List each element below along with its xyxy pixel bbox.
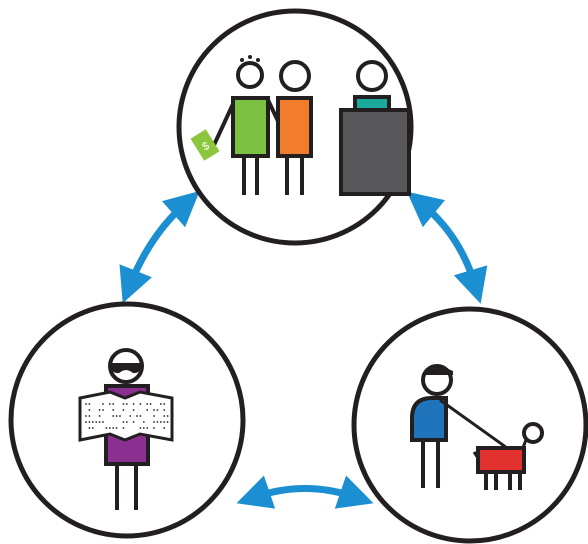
node-left-braille-scene bbox=[8, 301, 246, 539]
braille-dot bbox=[88, 415, 91, 417]
braille-dot bbox=[146, 409, 149, 411]
node-right-circle bbox=[351, 306, 588, 544]
braille-dot bbox=[88, 427, 91, 429]
svg-text:$: $ bbox=[200, 140, 212, 153]
braille-dot bbox=[166, 415, 169, 417]
braille-dot bbox=[98, 409, 101, 411]
braille-dot bbox=[149, 403, 152, 405]
braille-dot bbox=[142, 427, 145, 429]
braille-dot bbox=[132, 409, 135, 411]
braille-dot bbox=[122, 409, 125, 411]
connector-top-left bbox=[119, 191, 200, 304]
braille-dot bbox=[115, 427, 118, 429]
braille-dot bbox=[88, 403, 91, 405]
braille-dot bbox=[153, 421, 155, 423]
node-right-guide-dog-scene bbox=[351, 306, 588, 544]
braille-dot bbox=[129, 415, 132, 417]
braille-dot bbox=[146, 403, 149, 405]
cashier-at-counter-icon bbox=[339, 60, 411, 196]
braille-dot bbox=[85, 403, 87, 405]
person-with-cap-icon bbox=[410, 364, 453, 488]
braille-dot bbox=[139, 415, 142, 417]
braille-dot bbox=[115, 415, 118, 417]
braille-dot bbox=[108, 427, 111, 429]
braille-dot bbox=[112, 409, 115, 411]
dog-icon bbox=[472, 422, 544, 490]
braille-dot bbox=[142, 421, 145, 423]
braille-dot bbox=[95, 421, 98, 423]
braille-dot bbox=[122, 403, 125, 405]
braille-dot bbox=[112, 415, 115, 417]
braille-dot bbox=[119, 415, 121, 417]
braille-dot bbox=[85, 421, 87, 423]
braille-dot bbox=[156, 421, 159, 423]
braille-dot bbox=[88, 409, 91, 411]
braille-dot bbox=[102, 421, 104, 423]
braille-dot bbox=[156, 409, 159, 411]
braille-dot bbox=[91, 427, 94, 429]
braille-dot bbox=[163, 415, 166, 417]
braille-dot bbox=[91, 421, 94, 423]
braille-dot bbox=[139, 427, 142, 429]
braille-dot bbox=[159, 403, 162, 405]
braille-dot bbox=[122, 427, 125, 429]
braille-dot bbox=[88, 421, 91, 423]
braille-dot bbox=[108, 403, 111, 405]
braille-dot bbox=[153, 427, 155, 429]
braille-dot bbox=[102, 403, 104, 405]
cash-icon: $ bbox=[190, 129, 220, 161]
braille-dot bbox=[163, 409, 166, 411]
connector-left-right bbox=[236, 475, 374, 509]
braille-dot bbox=[153, 409, 155, 411]
braille-dot bbox=[146, 427, 149, 429]
braille-dot bbox=[132, 421, 135, 423]
braille-dot bbox=[132, 403, 135, 405]
braille-dot bbox=[125, 403, 128, 405]
braille-dot bbox=[85, 415, 87, 417]
braille-sheet-icon bbox=[78, 390, 174, 442]
connector-top-right bbox=[406, 191, 488, 304]
braille-dot bbox=[163, 421, 166, 423]
person-orange-icon bbox=[276, 60, 313, 195]
braille-dot bbox=[166, 421, 169, 423]
braille-dot bbox=[159, 421, 162, 423]
braille-dot bbox=[163, 403, 166, 405]
braille-dot bbox=[122, 421, 125, 423]
braille-dot bbox=[139, 403, 142, 405]
braille-dot bbox=[98, 415, 101, 417]
braille-dot bbox=[125, 421, 128, 423]
braille-dot bbox=[105, 427, 108, 429]
connectors bbox=[119, 191, 488, 509]
braille-dot bbox=[136, 415, 138, 417]
braille-dot bbox=[153, 415, 155, 417]
braille-dot bbox=[102, 409, 104, 411]
braille-dot bbox=[112, 403, 115, 405]
braille-dot bbox=[163, 427, 166, 429]
braille-dot bbox=[112, 427, 115, 429]
braille-dots bbox=[85, 403, 169, 429]
node-top-counter-scene: $ bbox=[176, 8, 414, 246]
leash-icon bbox=[439, 398, 511, 452]
braille-dot bbox=[98, 421, 101, 423]
